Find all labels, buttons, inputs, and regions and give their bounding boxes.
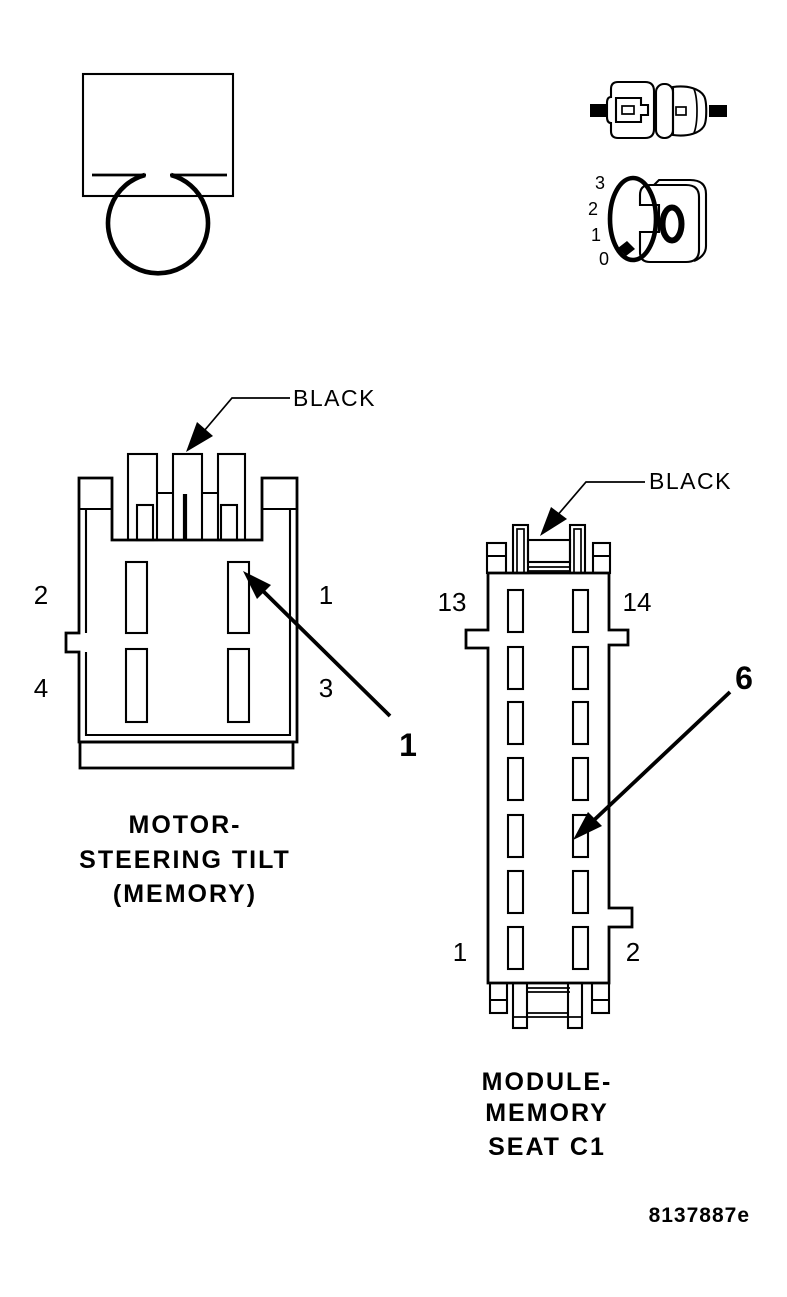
callout-arrowhead-pin1 [243,571,271,599]
connector-caption-line: STEERING TILT [79,846,291,874]
pin-number-1: 1 [453,937,467,967]
lock-lug [511,981,529,1030]
pin-slot [506,645,525,691]
ohmmeter-icon [81,72,235,276]
pin-number-1: 1 [319,580,333,610]
lock-lug [568,523,587,575]
lock-lug-inner [573,528,582,574]
pin-slot [506,869,525,915]
callout-number-pin1: 1 [399,727,417,763]
pin-slot-2 [124,560,149,635]
connector-caption-line: SEAT C1 [488,1133,606,1161]
pin-slot-1 [226,560,251,635]
pin-number-4: 4 [34,673,48,703]
female-terminal-shade [693,88,698,134]
connector-caption-line: (MEMORY) [113,880,257,908]
pin-slot-4 [124,647,149,724]
top-ear [485,541,508,575]
connector-body-outline [64,476,299,744]
callout-number-pin6: 6 [735,660,753,696]
lock-lug-inner [516,528,525,574]
bottom-lock-lines [513,987,582,1018]
pin-slot [571,869,590,915]
female-terminal-body [671,85,708,137]
dial-tick-1: 1 [591,225,601,245]
terminal-probe-icon [590,80,727,140]
bottom-ear [488,981,509,1015]
ohm-box [81,72,235,198]
pin-number-3: 3 [319,673,333,703]
connector-body-outline [464,571,634,985]
figure-id: 8137887e [649,1204,750,1227]
wire-stub-right [709,105,727,117]
pin-slot [571,700,590,746]
rotary-dial-icon: 3 2 1 0 [588,173,708,269]
pin-slot [571,925,590,971]
latch-pin [219,503,239,542]
pin-slot [506,813,525,859]
pin-slot-6 [571,813,590,859]
ohm-symbol-icon [105,172,211,276]
callout-line-pin6 [590,690,732,824]
connector-key-hole [659,204,685,244]
wire-color-arrowhead [186,422,213,452]
pin-slot [506,925,525,971]
lock-lug [216,452,247,542]
pin-number-13: 13 [438,587,467,617]
top-ear [591,541,612,575]
dial-tick-3: 3 [595,173,605,193]
latch-pin [135,503,155,542]
pin-number-2: 2 [34,580,48,610]
pin-slot [571,756,590,802]
pin-slot [506,588,525,634]
male-terminal-tongue [621,105,635,115]
module-memory-seat-connector: 13 14 1 2 BLACK 6 MODULE- MEMORY SEAT C1 [438,468,753,1161]
lock-lug [566,981,584,1030]
motor-steering-tilt-connector: 2 1 4 3 BLACK 1 MOTOR- STEERING TILT (ME… [34,385,417,908]
connector-key-depth [653,178,708,262]
dial-rim-line [612,177,633,197]
wire-color-leader-line [555,481,645,518]
callout-arrowhead-pin6 [573,812,602,840]
wire-color-arrowhead [540,507,567,536]
dial-ring [607,175,659,263]
pin-slot [571,645,590,691]
connector-caption-line: MOTOR- [129,811,242,839]
dial-pointer-marker [618,241,635,256]
pin-slot-3 [226,647,251,724]
connector-caption-line: MODULE- [482,1068,613,1096]
pin-number-2: 2 [626,937,640,967]
male-terminal-blade [614,96,650,124]
female-terminal-slot [675,106,687,116]
dial-tick-2: 2 [588,199,598,219]
pin-slot [571,588,590,634]
inner-wall [84,509,292,737]
wire-stub-left [590,104,607,117]
female-terminal-cap [654,82,675,140]
wire-color-leader-line [203,397,290,432]
lock-crossbar [526,538,572,564]
lock-lug [511,523,530,575]
pin-number-14: 14 [623,587,652,617]
dial-tick-0: 0 [599,249,609,269]
lock-crossbar-lines [528,566,570,572]
callout-line-pin1 [260,588,392,718]
bottom-band [78,740,295,770]
pin-slot [506,700,525,746]
male-terminal-body [605,80,656,140]
lock-lug [171,452,204,542]
wire-color-label: BLACK [649,468,732,494]
connector-key-body [638,183,701,264]
bottom-ear [590,981,611,1015]
connector-caption-line: MEMORY [485,1099,609,1127]
wire-color-label: BLACK [293,385,376,411]
pin-slot [506,756,525,802]
